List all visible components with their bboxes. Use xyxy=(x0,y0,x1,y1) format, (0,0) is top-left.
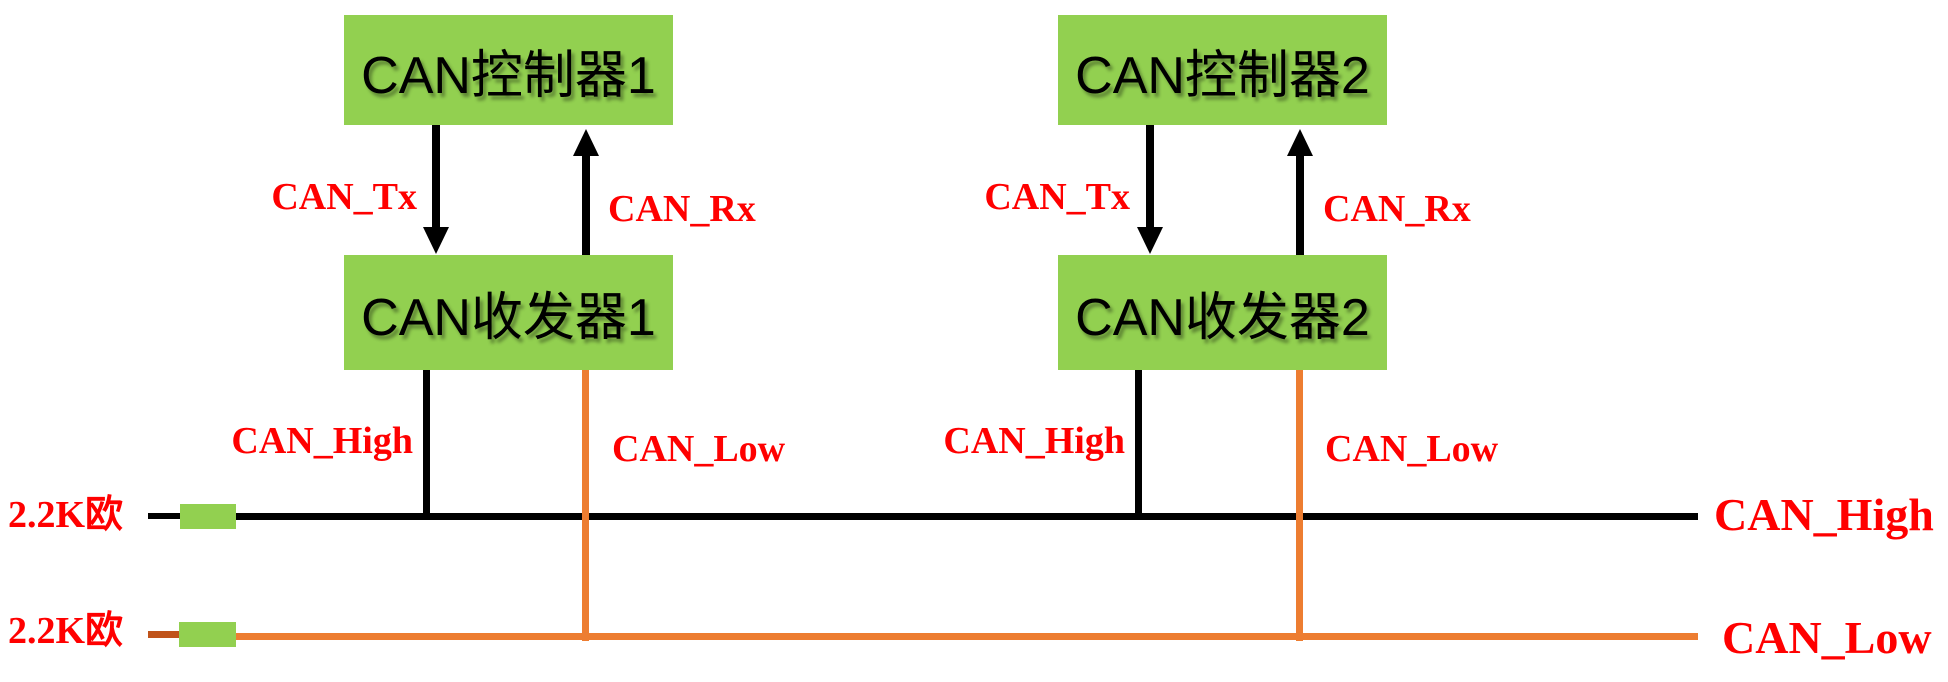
node-2-controller-label: CAN控制器2 xyxy=(1075,46,1370,105)
node-1-transceiver-box: CAN收发器1 xyxy=(344,255,673,370)
node-1-tx-label: CAN_Tx xyxy=(271,176,417,218)
can-low-terminator-label: 2.2K欧 xyxy=(8,610,124,652)
node-2-tx-label: CAN_Tx xyxy=(984,176,1130,218)
node-2-can-high-wire-label: CAN_High xyxy=(943,420,1125,462)
can-high-bus-label: CAN_High xyxy=(1714,489,1934,540)
can-high-bus-line xyxy=(236,513,1698,520)
node-2-transceiver-label: CAN收发器2 xyxy=(1075,289,1370,347)
can-low-terminator-resistor xyxy=(179,622,236,647)
node-2-rx-up-arrowhead-icon xyxy=(1287,129,1313,156)
node-1-transceiver-label: CAN收发器1 xyxy=(361,289,656,347)
can-high-terminator-label: 2.2K欧 xyxy=(8,494,124,536)
node-2-can-high-wire xyxy=(1135,370,1142,520)
node-1-rx-up-arrowhead-icon xyxy=(573,129,599,156)
node-1-tx-down-arrowhead-icon xyxy=(423,227,449,254)
can-high-terminator-resistor xyxy=(180,504,236,529)
node-1-tx-arrow xyxy=(432,125,440,228)
node-2-can-low-wire-label: CAN_Low xyxy=(1325,428,1499,470)
node-2-transceiver-box: CAN收发器2 xyxy=(1058,255,1387,370)
can-low-bus-line xyxy=(236,633,1698,640)
node-2-rx-label: CAN_Rx xyxy=(1323,188,1471,230)
node-1-rx-arrow xyxy=(582,155,590,255)
node-1-can-low-wire-label: CAN_Low xyxy=(612,428,786,470)
node-2-tx-arrow xyxy=(1146,125,1154,228)
node-1-controller-box: CAN控制器1 xyxy=(344,15,673,125)
can-low-bus-label: CAN_Low xyxy=(1722,612,1932,663)
node-1-controller-label: CAN控制器1 xyxy=(361,46,656,105)
node-1-can-high-wire xyxy=(423,370,430,520)
node-2-controller-box: CAN控制器2 xyxy=(1058,15,1387,125)
node-1-can-high-wire-label: CAN_High xyxy=(231,420,413,462)
node-2-tx-down-arrowhead-icon xyxy=(1137,227,1163,254)
node-1-rx-label: CAN_Rx xyxy=(608,188,756,230)
can-high-terminator-stub xyxy=(148,513,182,519)
node-2-can-low-wire xyxy=(1296,370,1303,641)
node-2-rx-arrow xyxy=(1296,155,1304,255)
node-1-can-low-wire xyxy=(582,370,589,641)
can-low-terminator-stub xyxy=(148,631,181,638)
